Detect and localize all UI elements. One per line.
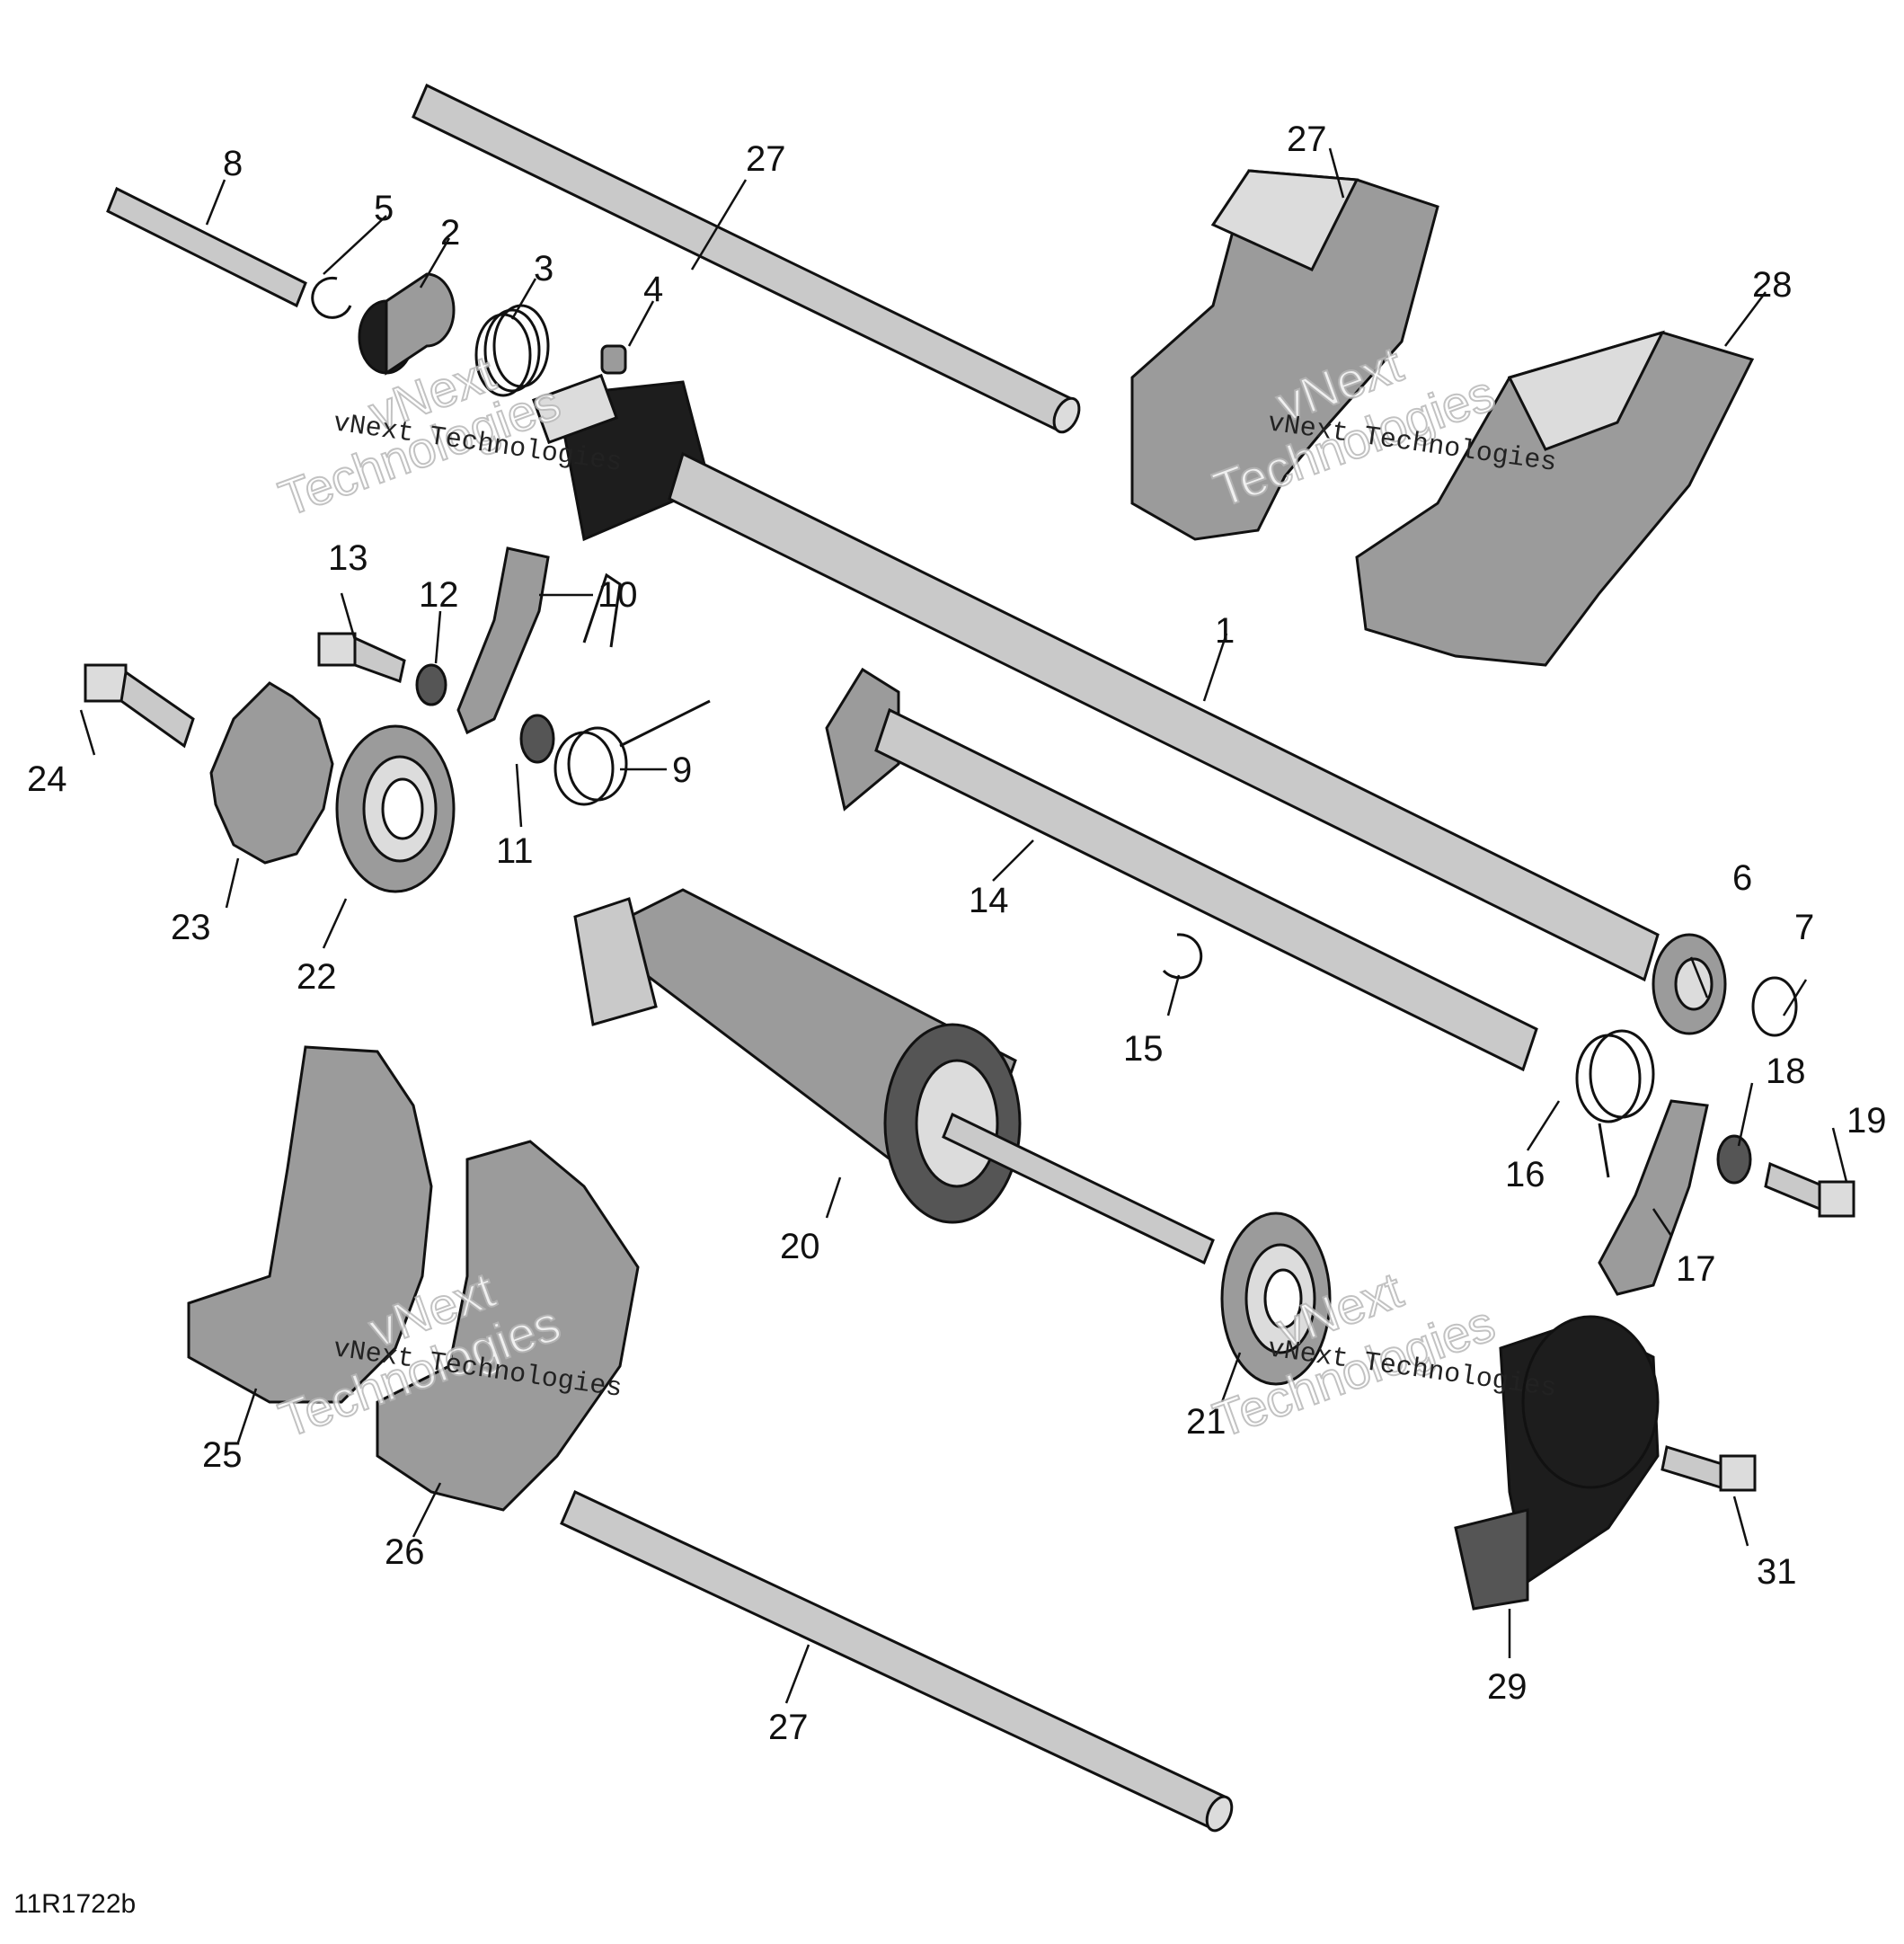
part-bushing-2	[358, 272, 456, 376]
callout-9: 9	[672, 750, 692, 790]
callout-6: 6	[1732, 858, 1752, 898]
part-circlip-15	[1162, 933, 1203, 980]
part-shift-fork-25	[187, 1045, 433, 1404]
part-bolt-19	[1764, 1161, 1855, 1218]
callout-20: 20	[780, 1227, 820, 1266]
part-shaft-14	[825, 667, 1538, 1072]
part-ring-7	[1751, 976, 1798, 1037]
callout-21: 21	[1186, 1402, 1227, 1442]
part-shift-fork-26	[376, 1140, 640, 1512]
callout-4: 4	[643, 270, 663, 309]
part-rod-27-upper	[412, 83, 1081, 434]
callout-labels: 8 5 2 3 4 27 27 28 13 12 10 1 9 24 11 14…	[27, 120, 1887, 1747]
callout-31: 31	[1757, 1552, 1797, 1592]
part-star-wheel-23	[209, 681, 334, 865]
callout-15: 15	[1123, 1029, 1164, 1069]
part-spring-9	[553, 573, 711, 806]
callout-25: 25	[202, 1435, 243, 1475]
callout-23: 23	[171, 908, 211, 947]
part-bolt-13	[317, 632, 406, 683]
leader-lines	[79, 147, 1848, 1704]
callout-14: 14	[969, 881, 1009, 920]
part-lever-17	[1598, 1099, 1709, 1296]
part-shift-drum-20	[573, 888, 1215, 1265]
part-shift-fork-28	[1130, 169, 1439, 541]
part-circlip-5	[311, 276, 352, 319]
callout-30: 29	[1487, 1667, 1528, 1707]
part-lever-10	[456, 546, 550, 735]
part-washer-11	[519, 714, 555, 764]
callout-22: 22	[297, 957, 337, 997]
callout-11: 11	[496, 831, 534, 871]
callout-19: 19	[1846, 1101, 1887, 1141]
callout-1: 1	[1215, 611, 1235, 651]
callout-3: 3	[534, 249, 553, 288]
callout-26: 26	[385, 1532, 425, 1572]
callout-24: 24	[27, 759, 67, 799]
part-bolt-24	[84, 663, 195, 749]
part-pin-8	[106, 186, 307, 308]
part-washer-12	[415, 663, 447, 706]
part-spring-16	[1575, 1029, 1655, 1178]
callout-7: 7	[1794, 908, 1814, 947]
callout-2: 2	[440, 213, 460, 253]
drawing-code: 11R1722b	[13, 1889, 136, 1919]
part-rod-27-lower	[560, 1489, 1234, 1833]
callout-17: 17	[1676, 1249, 1716, 1289]
callout-27-lower: 27	[768, 1708, 809, 1747]
part-sensor-30	[1454, 1315, 1660, 1611]
part-bearing-22	[335, 724, 456, 893]
part-shift-shaft-1	[531, 373, 1660, 982]
part-shift-fork-29	[1355, 330, 1755, 667]
callout-27-upper: 27	[746, 139, 786, 179]
callout-28: 27	[1287, 120, 1327, 159]
part-bushing-6	[1652, 933, 1727, 1035]
part-bolt-31	[1660, 1445, 1757, 1492]
part-bearing-21	[1220, 1212, 1332, 1386]
callout-13: 13	[328, 538, 368, 578]
callout-29: 28	[1752, 265, 1793, 305]
callout-12: 12	[419, 575, 459, 615]
part-roller-4	[600, 344, 627, 375]
callout-5: 5	[374, 189, 394, 228]
callout-10: 10	[598, 575, 638, 615]
callout-16: 16	[1505, 1155, 1545, 1194]
part-washer-18	[1716, 1134, 1752, 1185]
callout-8: 8	[223, 144, 243, 183]
callout-18: 18	[1766, 1052, 1806, 1091]
